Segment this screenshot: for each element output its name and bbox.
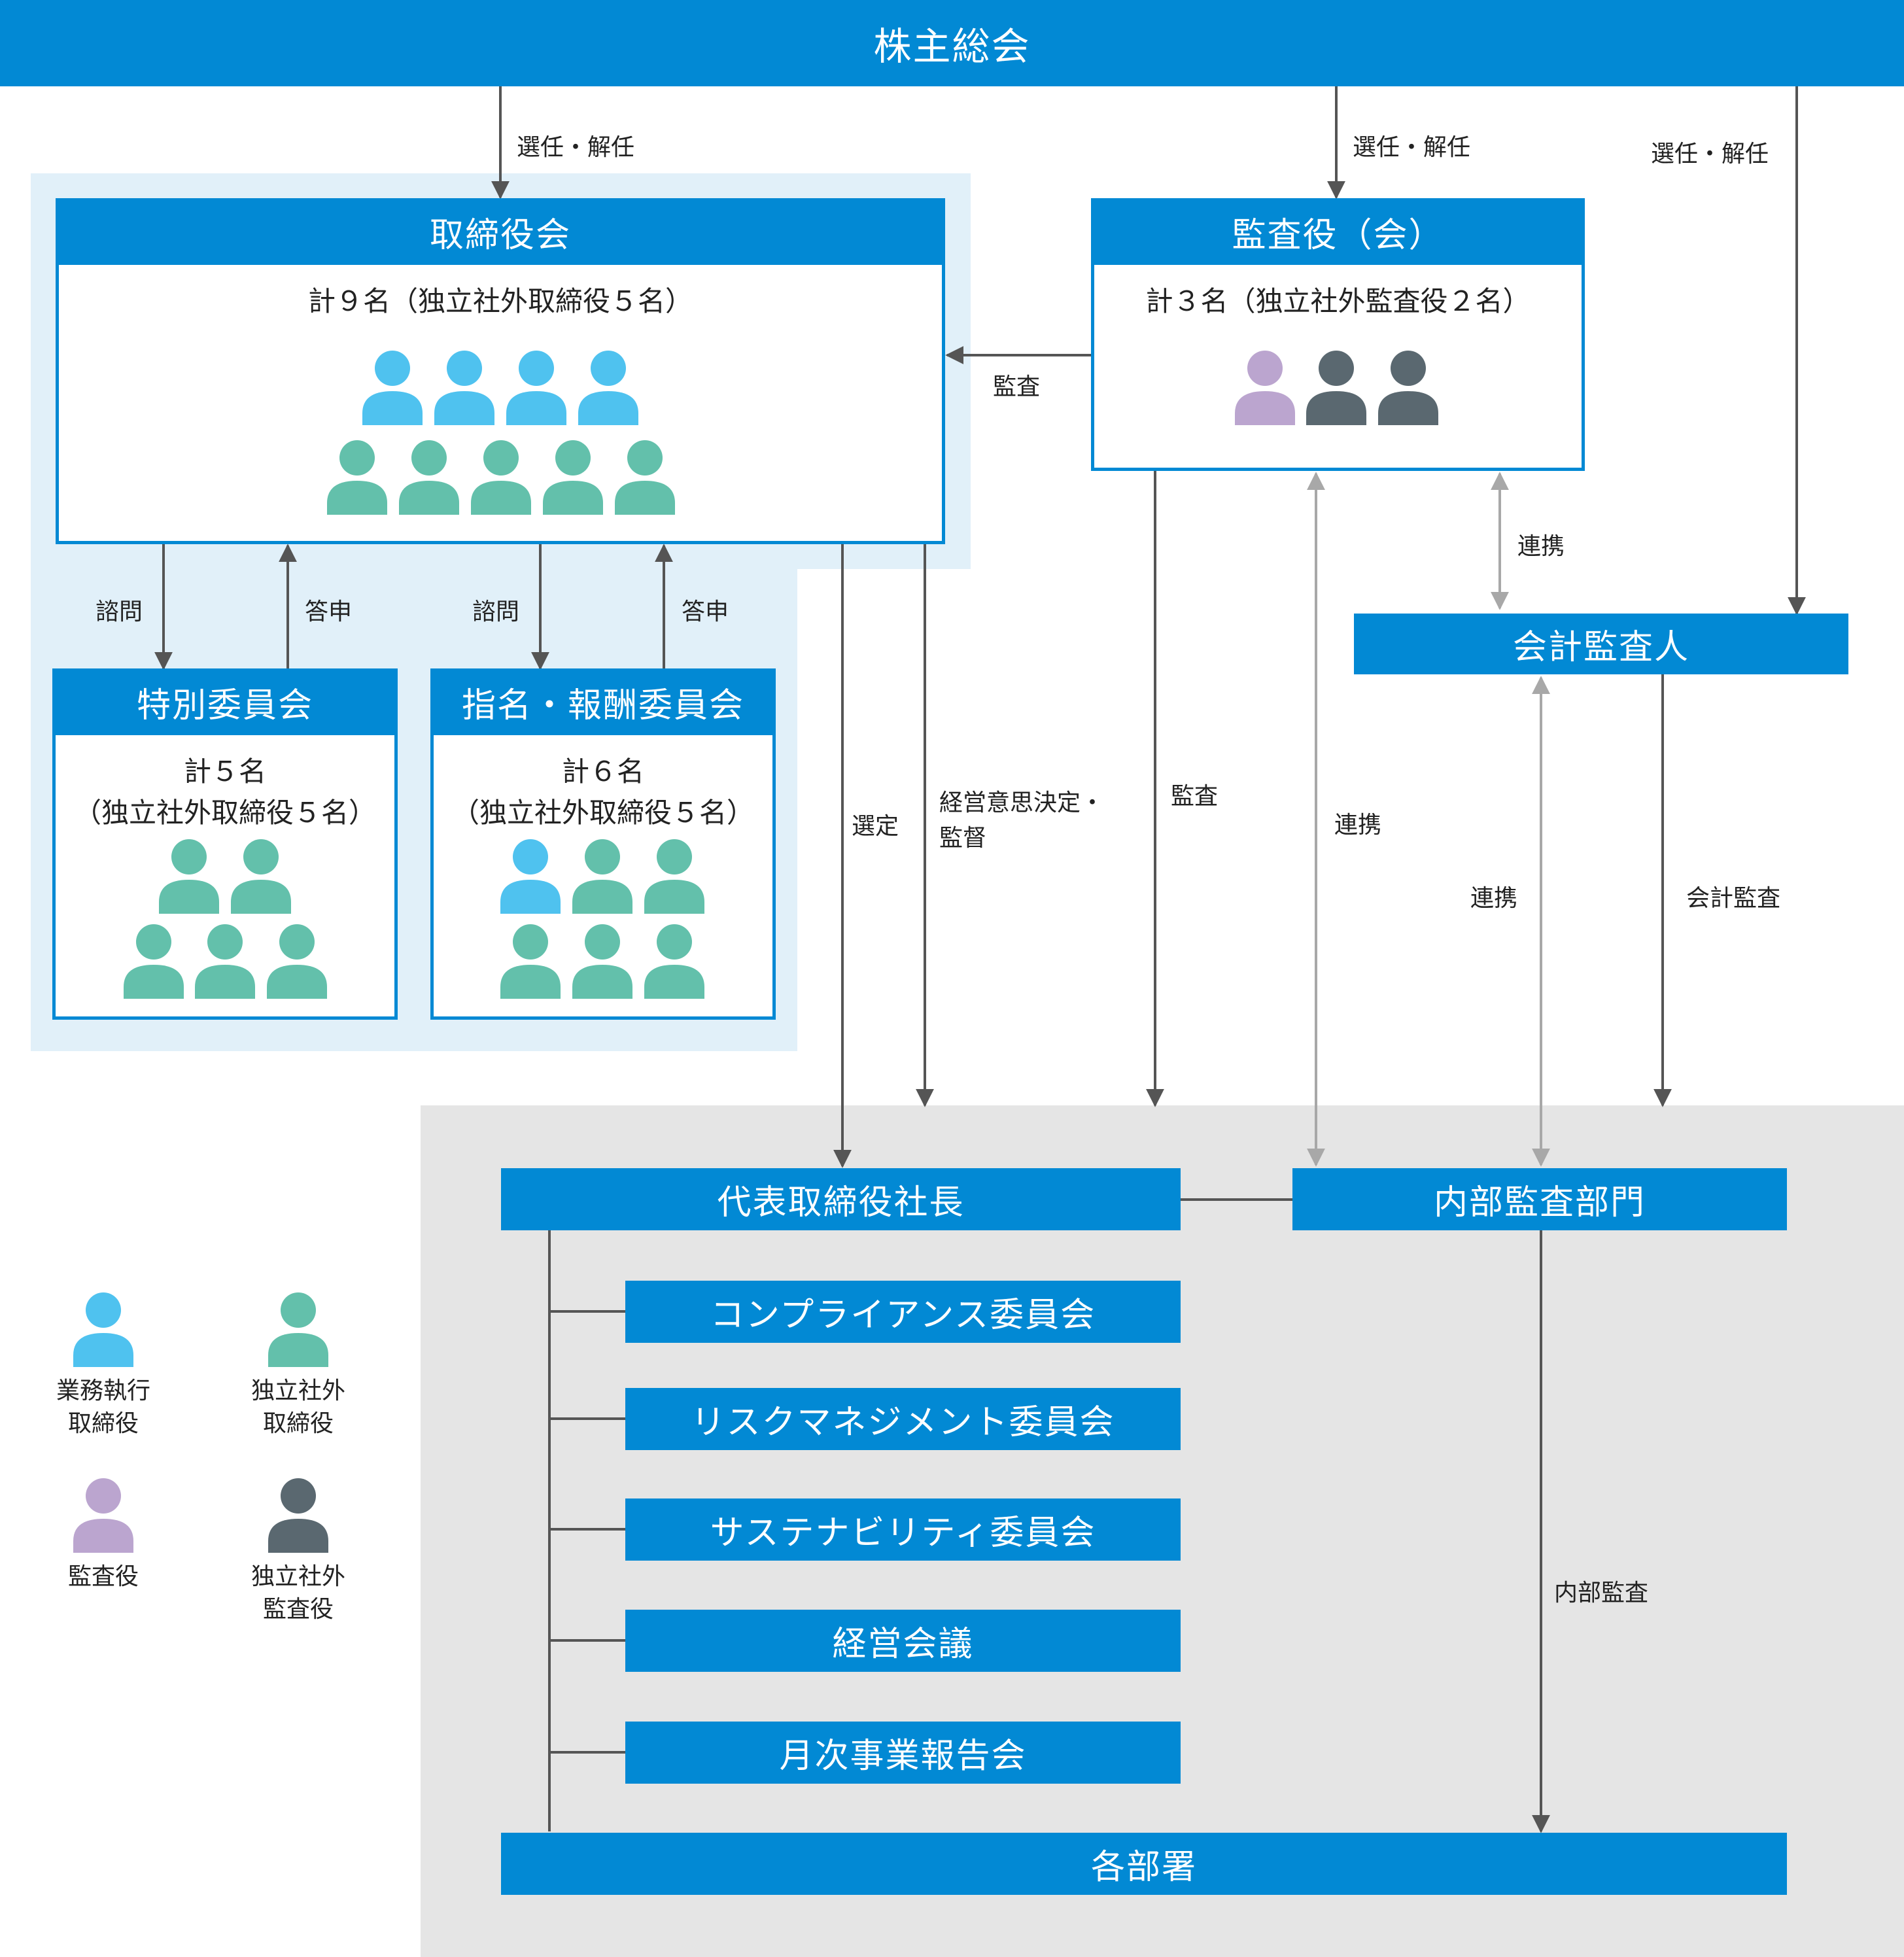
special-committee-header: 特別委員会 <box>52 668 398 735</box>
committee-monthly-label: 月次事業報告会 <box>779 1737 1027 1776</box>
legend-label-auditor: 監査役 <box>38 1561 169 1593</box>
independent-director-icon <box>231 839 291 914</box>
independent-director-icon <box>572 924 632 999</box>
nomination-committee-header: 指名・報酬委員会 <box>430 668 776 735</box>
auditors-title: 監査役（会） <box>1232 215 1444 255</box>
independent-director-icon <box>195 924 255 999</box>
label-cooperation-acc: 連携 <box>1470 885 1518 912</box>
label-elect-board: 選任・解任 <box>517 134 635 161</box>
label-selection: 選定 <box>852 813 899 840</box>
exec-director-icon <box>362 351 423 425</box>
legend-label-exec: 業務執行 取締役 <box>38 1375 169 1440</box>
committee-risk-label: リスクマネジメント委員会 <box>691 1403 1115 1442</box>
committee-risk: リスクマネジメント委員会 <box>625 1388 1181 1450</box>
committee-compliance-label: コンプライアンス委員会 <box>710 1296 1096 1335</box>
board-title: 取締役会 <box>429 215 571 255</box>
accounting-auditor-bar: 会計監査人 <box>1354 614 1848 674</box>
departments-title: 各部署 <box>1090 1848 1197 1887</box>
exec-director-icon <box>506 351 566 425</box>
label-internal-audit: 内部監査 <box>1554 1580 1649 1606</box>
legend-label-exec-2: 取締役 <box>67 1410 139 1437</box>
president-bar: 代表取締役社長 <box>501 1168 1181 1230</box>
auditors-count: 計３名（独立社外監査役２名） <box>1145 285 1531 317</box>
independent-director-icon <box>615 440 675 515</box>
shareholders-meeting-bar: 株主総会 <box>0 0 1904 86</box>
nomination-committee-count-1: 計６名 <box>561 755 644 788</box>
accounting-auditor-title: 会計監査人 <box>1512 628 1689 667</box>
independent-director-icon <box>500 924 561 999</box>
special-committee-title: 特別委員会 <box>136 685 313 725</box>
independent-director-icon <box>572 839 632 914</box>
legend-label-indep-director: 独立社外 取締役 <box>233 1375 364 1440</box>
independent-director-icon <box>471 440 531 515</box>
committee-management-label: 経営会議 <box>832 1625 974 1664</box>
board-count: 計９名（独立社外取締役５名） <box>307 285 693 317</box>
committee-compliance: コンプライアンス委員会 <box>625 1281 1181 1343</box>
independent-director-icon <box>268 1292 328 1367</box>
label-cooperation-mid: 連携 <box>1334 812 1382 839</box>
label-elect-accounting: 選任・解任 <box>1651 141 1769 167</box>
independent-director-icon <box>159 839 219 914</box>
shareholders-meeting-title: 株主総会 <box>873 24 1031 69</box>
legend-label-exec-1: 業務執行 <box>56 1377 150 1404</box>
special-committee-count-1: 計５名 <box>183 755 266 788</box>
committee-sustainability: サステナビリティ委員会 <box>625 1498 1181 1561</box>
label-consult-special: 諮問 <box>95 598 143 625</box>
legend-label-indep-auditor-1: 独立社外 <box>251 1563 345 1590</box>
independent-director-icon <box>644 839 704 914</box>
special-committee-body: 計５名 （独立社外取締役５名） <box>52 732 398 1020</box>
label-consult-nomination: 諮問 <box>472 598 520 625</box>
label-audit-dept: 監査 <box>1171 783 1219 810</box>
internal-audit-title: 内部監査部門 <box>1433 1183 1646 1222</box>
committee-sustainability-label: サステナビリティ委員会 <box>710 1514 1096 1553</box>
committee-management: 経営会議 <box>625 1610 1181 1672</box>
independent-auditor-icon <box>1306 351 1366 425</box>
exec-director-icon <box>500 839 561 914</box>
independent-auditor-icon <box>1378 351 1438 425</box>
label-cooperation-top: 連携 <box>1517 533 1565 560</box>
legend-label-indep-auditor-2: 監査役 <box>262 1596 334 1623</box>
independent-director-icon <box>267 924 327 999</box>
label-report-special: 答申 <box>305 598 353 625</box>
label-decision-1: 経営意思決定・ <box>939 789 1105 816</box>
board-header: 取締役会 <box>56 198 945 265</box>
independent-director-icon <box>399 440 459 515</box>
exec-director-icon <box>578 351 638 425</box>
independent-director-icon <box>543 440 603 515</box>
auditor-icon <box>1235 351 1295 425</box>
internal-audit-bar: 内部監査部門 <box>1292 1168 1787 1230</box>
independent-director-icon <box>124 924 184 999</box>
board-body: 計９名（独立社外取締役５名） <box>56 262 945 544</box>
independent-auditor-icon <box>268 1478 328 1553</box>
committee-monthly: 月次事業報告会 <box>625 1722 1181 1784</box>
label-elect-auditors: 選任・解任 <box>1353 134 1471 161</box>
legend-label-indep-director-1: 独立社外 <box>251 1377 345 1404</box>
label-audit-board: 監査 <box>993 373 1041 400</box>
label-decision-2: 監督 <box>939 825 987 852</box>
departments-bar: 各部署 <box>501 1833 1787 1895</box>
president-title: 代表取締役社長 <box>717 1183 965 1222</box>
label-accounting-audit: 会計監査 <box>1686 885 1781 912</box>
special-committee-count-2: （独立社外取締役５名） <box>73 797 376 829</box>
legend-label-indep-auditor: 独立社外 監査役 <box>233 1561 364 1626</box>
nomination-committee-title: 指名・報酬委員会 <box>461 685 744 725</box>
auditors-header: 監査役（会） <box>1091 198 1585 265</box>
nomination-committee-count-2: （独立社外取締役５名） <box>451 797 754 829</box>
legend-label-indep-director-2: 取締役 <box>262 1410 334 1437</box>
legend-label-auditor-1: 監査役 <box>67 1563 139 1590</box>
independent-director-icon <box>327 440 387 515</box>
label-report-nomination: 答申 <box>682 598 729 625</box>
independent-director-icon <box>644 924 704 999</box>
exec-director-icon <box>434 351 494 425</box>
exec-director-icon <box>73 1292 133 1367</box>
auditor-icon <box>73 1478 133 1553</box>
